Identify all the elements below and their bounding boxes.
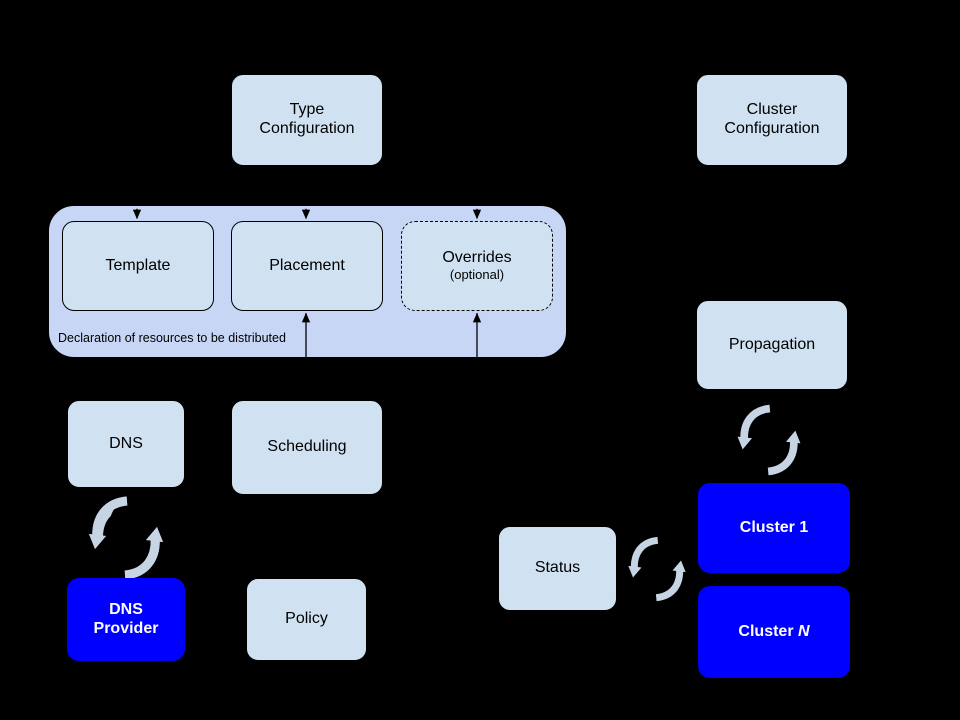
node-overrides[interactable]: Overrides (optional) (401, 221, 553, 311)
node-cluster-n[interactable]: Cluster N (698, 586, 850, 678)
node-dns[interactable]: DNS (67, 400, 185, 488)
node-placement[interactable]: Placement (231, 221, 383, 311)
node-template[interactable]: Template (62, 221, 214, 311)
node-cluster-configuration[interactable]: Cluster Configuration (696, 74, 848, 166)
cluster-n-prefix: Cluster (738, 622, 798, 640)
node-cluster-1[interactable]: Cluster 1 (698, 483, 850, 573)
node-policy[interactable]: Policy (246, 578, 367, 661)
node-status[interactable]: Status (498, 526, 617, 611)
type-configuration-line1: Type (289, 101, 325, 119)
node-dns-provider[interactable]: DNS Provider (67, 578, 185, 661)
node-type-configuration-label: Type Configuration (259, 101, 354, 139)
node-policy-label: Policy (285, 610, 328, 628)
node-dns-provider-label: DNS Provider (94, 601, 159, 639)
node-cluster-n-label: Cluster N (738, 623, 809, 642)
dns-provider-line2: Provider (93, 619, 159, 637)
node-dns-label: DNS (109, 434, 143, 452)
node-propagation-label: Propagation (728, 335, 816, 353)
node-template-label: Template (105, 256, 171, 274)
node-scheduling-label: Scheduling (267, 438, 347, 456)
group-caption: Declaration of resources to be distribut… (58, 331, 286, 345)
cluster-configuration-line1: Cluster (746, 101, 798, 119)
node-type-configuration[interactable]: Type Configuration (231, 74, 383, 166)
type-configuration-line2: Configuration (259, 120, 355, 137)
node-scheduling[interactable]: Scheduling (231, 400, 383, 495)
node-status-label: Status (534, 559, 581, 577)
node-cluster-1-label: Cluster 1 (739, 518, 809, 536)
sync-cycle-icon-propagation (737, 404, 801, 476)
sync-cycle-icon-status (628, 536, 686, 602)
node-propagation[interactable]: Propagation (696, 300, 848, 390)
overrides-title: Overrides (442, 249, 512, 267)
node-overrides-label: Overrides (optional) (442, 249, 511, 283)
sync-cycle-icon-dns (89, 496, 163, 580)
dns-provider-line1: DNS (109, 600, 143, 618)
cluster-configuration-line2: Configuration (724, 120, 820, 137)
cluster-n-suffix: N (798, 622, 810, 640)
overrides-sublabel: (optional) (449, 266, 505, 282)
node-placement-label: Placement (269, 256, 345, 274)
node-cluster-configuration-label: Cluster Configuration (724, 101, 819, 139)
